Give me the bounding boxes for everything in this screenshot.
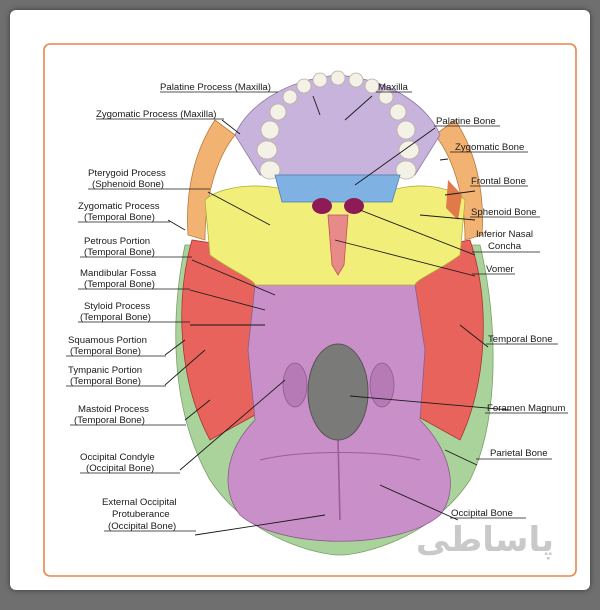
label-ext-occ-2: Protuberance [112,509,170,520]
label-styloid-1: Styloid Process [84,301,150,312]
label-zygomatic-process-maxilla: Zygomatic Process (Maxilla) [96,109,216,120]
label-foramen-magnum: Foramen Magnum [487,403,565,414]
occipital-crest [337,439,341,521]
label-temporal-bone: Temporal Bone [488,334,553,345]
label-frontal-bone: Frontal Bone [471,176,526,187]
orange-frame [43,43,577,577]
label-zyg-temporal-1: Zygomatic Process [78,201,160,212]
label-tympanic-1: Tympanic Portion [68,365,142,376]
label-squamous-1: Squamous Portion [68,335,147,346]
occipital-nuchal-line [259,452,421,461]
condyle-right [369,362,395,408]
leader-lines [164,95,511,536]
skull-illustration [175,70,494,556]
label-maxilla: Maxilla [378,82,409,93]
skull-base-diagram: Palatine Process (Maxilla) Maxilla Zygom… [43,43,577,577]
label-zygomatic-bone: Zygomatic Bone [455,142,524,153]
label-parietal-bone: Parietal Bone [490,448,548,459]
label-mandibular-2: (Temporal Bone) [84,279,155,290]
label-zyg-temporal-2: (Temporal Bone) [84,212,155,223]
label-occipital-condyle-2: (Occipital Bone) [86,463,154,474]
label-tympanic-2: (Temporal Bone) [70,376,141,387]
label-mastoid-1: Mastoid Process [78,404,149,415]
watermark-logo: پاسا‌طی [415,520,554,560]
zygomatic-left [187,119,236,241]
label-mastoid-2: (Temporal Bone) [74,415,145,426]
label-palatine-bone: Palatine Bone [436,116,496,127]
figure-card: Palatine Process (Maxilla) Maxilla Zygom… [10,10,590,590]
label-pterygoid-1: Pterygoid Process [88,168,166,179]
teeth [256,70,420,180]
label-inferior-nasal-1: Inferior Nasal [476,229,533,240]
label-ext-occ-3: (Occipital Bone) [108,521,176,532]
concha-left [312,198,332,214]
label-petrous-2: (Temporal Bone) [84,247,155,258]
foramen-magnum-shape [307,343,369,441]
label-squamous-2: (Temporal Bone) [70,346,141,357]
frontal-right [446,180,462,220]
label-ext-occ-1: External Occipital [102,497,177,508]
label-palatine-process: Palatine Process (Maxilla) [160,82,271,93]
label-occipital-bone: Occipital Bone [451,508,513,519]
palatine-region [274,174,401,203]
label-inferior-nasal-2: Concha [488,241,522,252]
label-occipital-condyle-1: Occipital Condyle [80,452,155,463]
concha-right [344,198,364,214]
label-mandibular-1: Mandibular Fossa [80,268,157,279]
label-styloid-2: (Temporal Bone) [80,312,151,323]
label-sphenoid-bone: Sphenoid Bone [471,207,537,218]
label-pterygoid-2: (Sphenoid Bone) [92,179,164,190]
vomer-shape [327,214,349,276]
labels: Palatine Process (Maxilla) Maxilla Zygom… [66,82,568,532]
label-petrous-1: Petrous Portion [84,236,150,247]
label-vomer: Vomer [486,264,515,275]
condyle-left [282,362,308,408]
